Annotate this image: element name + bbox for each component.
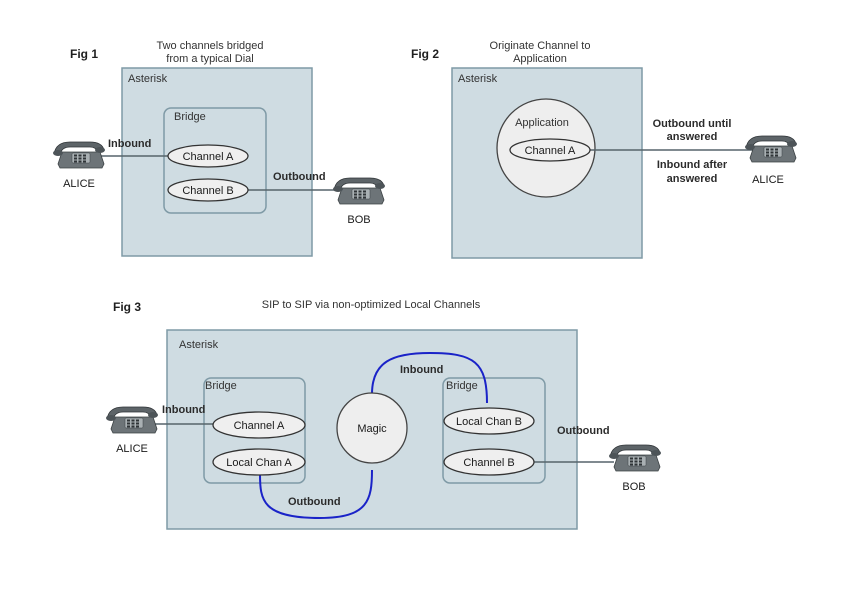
fig2-channel-a-label: Channel A [525,145,576,157]
fig3-local-chan-b-label: Local Chan B [456,416,522,428]
fig2-label: Fig 2 [411,47,439,61]
fig3-magic-circle [336,392,408,464]
fig1-alice-label: ALICE [63,178,95,190]
fig3-channel-b-label: Channel B [463,457,514,469]
fig3-inbound-left-label: Inbound [162,404,205,416]
fig2-application-label: Application [515,117,569,129]
fig3-channel-a [212,411,306,439]
fig3-magic-label: Magic [357,423,387,435]
fig3-alice-label: ALICE [116,443,148,455]
fig1-outbound-label: Outbound [273,171,326,183]
fig1-asterisk-label: Asterisk [128,73,168,85]
fig1-channel-a [167,144,249,168]
fig1-channel-b-label: Channel B [182,185,233,197]
fig3-bob-label: BOB [622,481,645,493]
fig3-inbound-top-label: Inbound [400,364,443,376]
fig2: Fig 2 Originate Channel to Application A… [411,40,798,259]
fig3-outbound-curve [259,469,373,520]
fig3: Fig 3 SIP to SIP via non-optimized Local… [105,299,662,530]
fig1-bridge-label: Bridge [174,111,206,123]
fig3-outbound-right-label: Outbound [557,425,610,437]
fig1-inbound-label: Inbound [108,138,151,150]
fig1-caption-line1: Two channels bridged [156,40,263,52]
fig2-inbound-line2: answered [667,173,718,185]
phone-icon [105,406,159,434]
fig3-channel-a-label: Channel A [234,420,285,432]
fig2-asterisk-label: Asterisk [458,73,498,85]
fig1-label: Fig 1 [70,47,98,61]
fig3-outbound-bottom-label: Outbound [288,496,341,508]
fig3-local-chan-b [443,407,535,435]
fig3-inbound-curve [371,351,488,404]
fig3-caption: SIP to SIP via non-optimized Local Chann… [262,299,481,311]
fig2-alice-label: ALICE [752,174,784,186]
phone-icon [744,135,798,163]
fig2-channel-a [509,138,591,162]
fig1-channel-b [167,178,249,202]
fig1-caption-line2: from a typical Dial [166,53,253,65]
fig3-asterisk-label: Asterisk [179,339,219,351]
fig1-bob-label: BOB [347,214,370,226]
phone-icon [332,177,386,205]
fig2-caption-line1: Originate Channel to [490,40,591,52]
fig2-caption-line2: Application [513,53,567,65]
fig2-outbound-line1: Outbound until [653,118,732,130]
fig2-inbound-line1: Inbound after [657,159,728,171]
fig1: Fig 1 Two channels bridged from a typica… [52,40,386,257]
fig3-bridge-left-label: Bridge [205,380,237,392]
fig3-channel-b [443,448,535,476]
fig2-outbound-line2: answered [667,131,718,143]
phone-icon [52,141,106,169]
fig3-label: Fig 3 [113,300,141,314]
fig3-local-chan-a [212,448,306,476]
phone-icon [608,444,662,472]
fig3-local-chan-a-label: Local Chan A [226,457,292,469]
fig3-bridge-right-label: Bridge [446,380,478,392]
fig1-channel-a-label: Channel A [183,151,234,163]
